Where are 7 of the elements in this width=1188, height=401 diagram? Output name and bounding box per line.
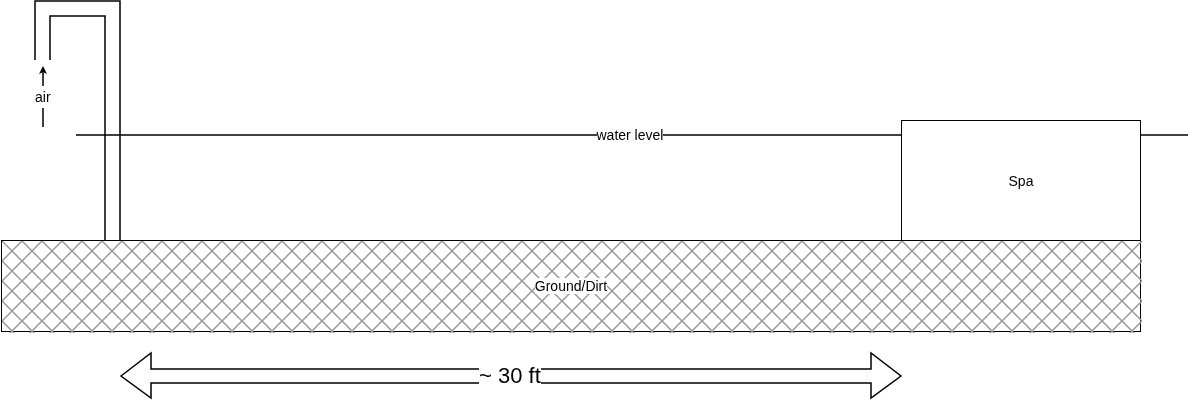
- spa-box: [901, 120, 1141, 241]
- line-label: water level: [596, 128, 664, 142]
- spa-label: Spa: [1008, 172, 1034, 189]
- direction-label: air: [35, 90, 51, 104]
- ground-label: Ground/Dirt: [534, 278, 608, 294]
- dimension-label: ~ 30 ft: [479, 365, 541, 387]
- ground-block: [1, 240, 1141, 332]
